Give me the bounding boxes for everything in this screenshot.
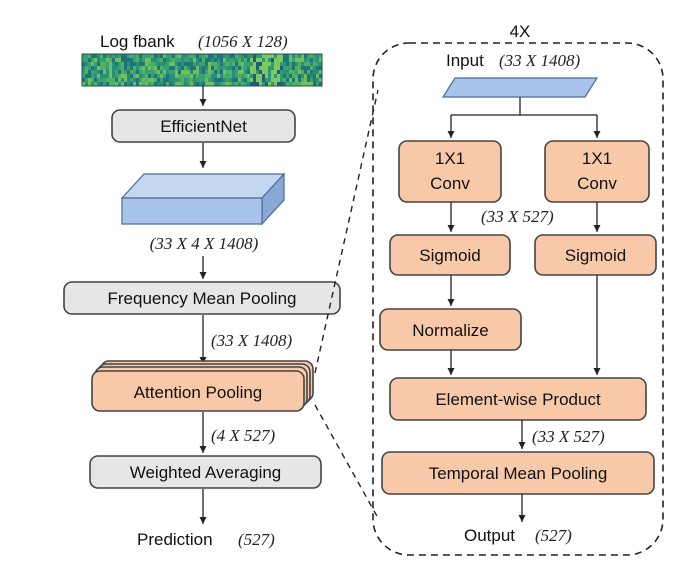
normalize-label: Normalize bbox=[412, 321, 489, 340]
sigmoid-left-label: Sigmoid bbox=[419, 246, 480, 265]
repeat-count-label: 4X bbox=[510, 22, 531, 41]
sigmoid-box-left bbox=[389, 234, 511, 276]
feature-tensor-dim: (33 X 4 X 1408) bbox=[150, 234, 259, 253]
detail-input-label: Input bbox=[446, 51, 484, 70]
log-fbank-label: Log fbank bbox=[100, 32, 175, 51]
conv-right-line2: Conv bbox=[577, 174, 617, 193]
weighted-averaging-label: Weighted Averaging bbox=[130, 463, 282, 482]
attention-detail-frame bbox=[372, 42, 664, 556]
frequency-mean-pooling-label: Frequency Mean Pooling bbox=[107, 289, 296, 308]
prediction-dim: (527) bbox=[238, 530, 275, 549]
weighted-averaging-box bbox=[89, 455, 322, 489]
attention-pooling-label: Attention Pooling bbox=[134, 383, 263, 402]
conv-box-left bbox=[398, 140, 502, 203]
attention-pooling-box bbox=[91, 370, 305, 412]
spectrogram-image bbox=[81, 53, 323, 87]
freq-pool-dim: (33 X 1408) bbox=[211, 331, 293, 350]
zoom-line-top bbox=[314, 89, 379, 374]
log-fbank-dim: (1056 X 128) bbox=[198, 32, 288, 51]
efficientnet-label: EfficientNet bbox=[160, 117, 247, 136]
output-label: Output bbox=[464, 526, 515, 545]
temporal-mean-pooling-box bbox=[381, 451, 655, 495]
attention-dim: (4 X 527) bbox=[211, 426, 276, 445]
zoom-line-bottom bbox=[314, 404, 379, 519]
efficientnet-box bbox=[111, 109, 296, 143]
prediction-label: Prediction bbox=[137, 530, 213, 549]
conv-left-line1: 1X1 bbox=[435, 149, 465, 168]
frequency-mean-pooling-box bbox=[63, 281, 341, 315]
temporal-mean-pooling-label: Temporal Mean Pooling bbox=[429, 464, 608, 483]
product-dim: (33 X 527) bbox=[532, 427, 605, 446]
input-tensor-plane bbox=[441, 77, 599, 98]
sigmoid-right-label: Sigmoid bbox=[565, 246, 626, 265]
feature-tensor-block bbox=[120, 172, 286, 226]
element-wise-product-label: Element-wise Product bbox=[435, 390, 601, 409]
detail-input-dim: (33 X 1408) bbox=[499, 51, 581, 70]
conv-output-dim: (33 X 527) bbox=[481, 207, 554, 226]
conv-right-line1: 1X1 bbox=[582, 149, 612, 168]
sigmoid-box-right bbox=[534, 234, 657, 276]
conv-left-line2: Conv bbox=[430, 174, 470, 193]
output-dim: (527) bbox=[535, 526, 572, 545]
element-wise-product-box bbox=[389, 377, 647, 421]
